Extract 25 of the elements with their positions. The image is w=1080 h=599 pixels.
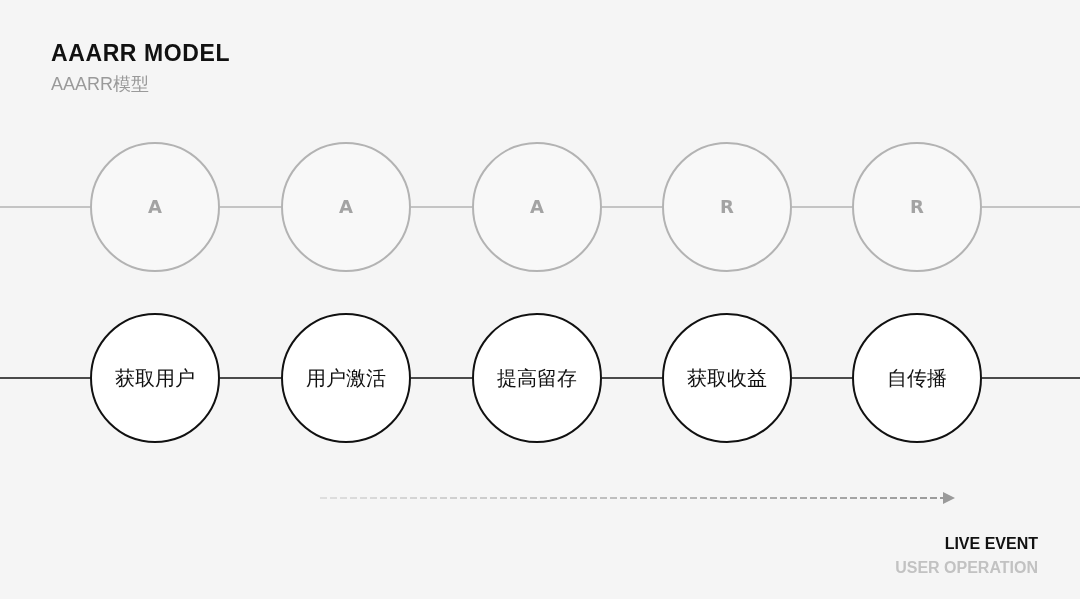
connector-line (410, 206, 473, 208)
connector-line (791, 206, 853, 208)
connector-line (0, 206, 91, 208)
connector-line (981, 377, 1080, 379)
connector-line (410, 377, 473, 379)
node-label: A (148, 196, 162, 218)
connector-line (0, 377, 91, 379)
connector-line (219, 206, 282, 208)
footer-label: LIVE EVENT (944, 535, 1038, 554)
node-label: A (530, 196, 544, 218)
node-label: R (910, 196, 924, 218)
connector-line (791, 377, 853, 379)
node-label: 提高留存 (497, 366, 577, 390)
node-label: R (720, 196, 734, 218)
connector-line (601, 377, 663, 379)
node-label: A (339, 196, 353, 218)
node-label: 用户激活 (306, 366, 386, 390)
title: AAARR MODEL (51, 40, 231, 67)
node-label: 获取用户 (115, 366, 195, 390)
node-label: 自传播 (887, 366, 947, 390)
node-label: 获取收益 (687, 366, 767, 390)
subtitle: AAARR模型 (51, 74, 149, 95)
connector-line (981, 206, 1080, 208)
connector-line (601, 206, 663, 208)
connector-line (219, 377, 282, 379)
